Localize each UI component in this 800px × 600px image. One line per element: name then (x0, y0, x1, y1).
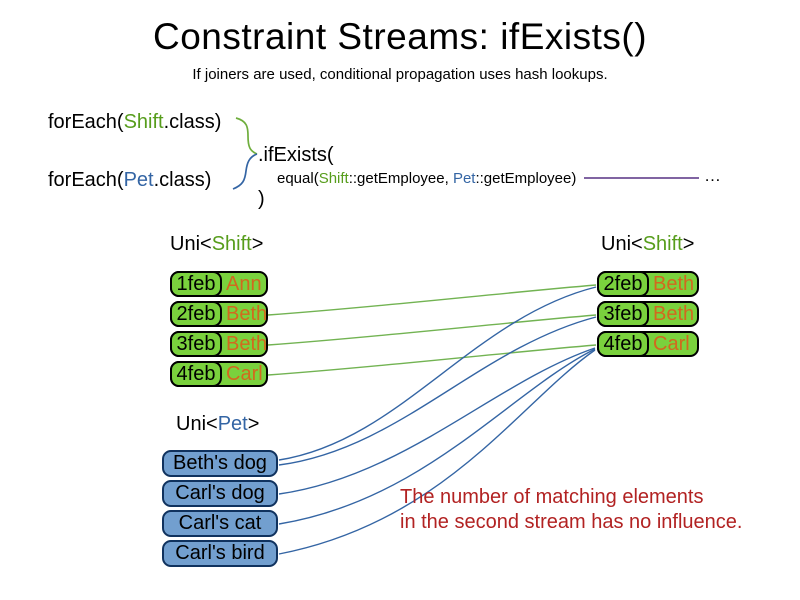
shift-name-cell: Beth (653, 302, 695, 325)
code-shift-class: Shift (123, 111, 164, 133)
annotation-line2: in the second stream has no influence. (400, 511, 743, 533)
annotation-line1: The number of matching elements (400, 486, 704, 508)
table-row: Carl's dog (162, 480, 278, 507)
match-line-shift-3feb (267, 314, 597, 346)
shift-name-cell: Carl (226, 362, 263, 385)
match-line-carls-dog-4feb (278, 347, 596, 495)
table-row: Carl's bird (162, 540, 278, 567)
code-equal-prefix: equal( (277, 170, 319, 187)
joiner-reference-line (584, 177, 699, 179)
table-row: Carl's cat (162, 510, 278, 537)
shift-date-cell: 3feb (170, 331, 222, 357)
table-row: 1feb Ann (170, 271, 268, 297)
match-line-carls-bird-4feb (278, 349, 596, 555)
code-pet-class: Pet (123, 169, 154, 191)
shift-date-cell: 1feb (170, 271, 222, 297)
shift-name-cell: Beth (653, 272, 695, 295)
annotation-text: The number of matching elements in the s… (400, 485, 742, 535)
shift-date-cell: 2feb (597, 271, 649, 297)
code-foreach-shift-suffix: .class) (163, 111, 222, 133)
label-uni-pet: Uni<Pet> (176, 413, 260, 435)
code-equal-mid: ::getEmployee, (348, 170, 453, 187)
match-line-shift-2feb (267, 284, 597, 316)
table-row: 2feb Beth (597, 271, 699, 297)
shift-date-cell: 3feb (597, 301, 649, 327)
code-ellipsis: … (704, 166, 721, 185)
code-foreach-shift: forEach(Shift.class) (48, 111, 221, 134)
shift-date-cell: 2feb (170, 301, 222, 327)
slide-subtitle: If joiners are used, conditional propaga… (192, 66, 608, 83)
brace-top-green (235, 117, 258, 155)
code-ifexists: .ifExists( (258, 144, 334, 166)
code-equal-suffix: ::getEmployee) (475, 170, 577, 187)
brace-bottom-blue (232, 153, 258, 190)
code-foreach-pet-suffix: .class) (153, 169, 212, 191)
label-uni-shift-right: Uni<Shift> (601, 233, 695, 255)
label-uni-shift-left: Uni<Shift> (170, 233, 264, 255)
table-row: 4feb Carl (170, 361, 268, 387)
match-line-carls-cat-4feb (278, 348, 596, 525)
code-equal-pet: Pet (452, 170, 476, 187)
table-row: 2feb Beth (170, 301, 268, 327)
table-row: 4feb Carl (597, 331, 699, 357)
shift-name-cell: Ann (226, 272, 262, 295)
table-row: 3feb Beth (597, 301, 699, 327)
code-foreach-shift-prefix: forEach( (48, 111, 124, 133)
match-line-beths-dog-3feb (278, 316, 597, 466)
shift-date-cell: 4feb (597, 331, 649, 357)
code-close-paren: ) (258, 188, 265, 210)
code-equal-joiner: equal(Shift::getEmployee, Pet::getEmploy… (277, 170, 576, 187)
shift-name-cell: Beth (226, 302, 268, 325)
code-foreach-pet-prefix: forEach( (48, 169, 124, 191)
match-line-shift-4feb (267, 344, 597, 376)
table-row: 3feb Beth (170, 331, 268, 357)
table-row: Beth's dog (162, 450, 278, 477)
shift-date-cell: 4feb (170, 361, 222, 387)
shift-name-cell: Beth (226, 332, 268, 355)
match-line-beths-dog-2feb (278, 286, 597, 461)
code-equal-shift: Shift (318, 170, 349, 187)
code-foreach-pet: forEach(Pet.class) (48, 169, 211, 192)
slide-title: Constraint Streams: ifExists() (152, 16, 648, 57)
shift-name-cell: Carl (653, 332, 690, 355)
